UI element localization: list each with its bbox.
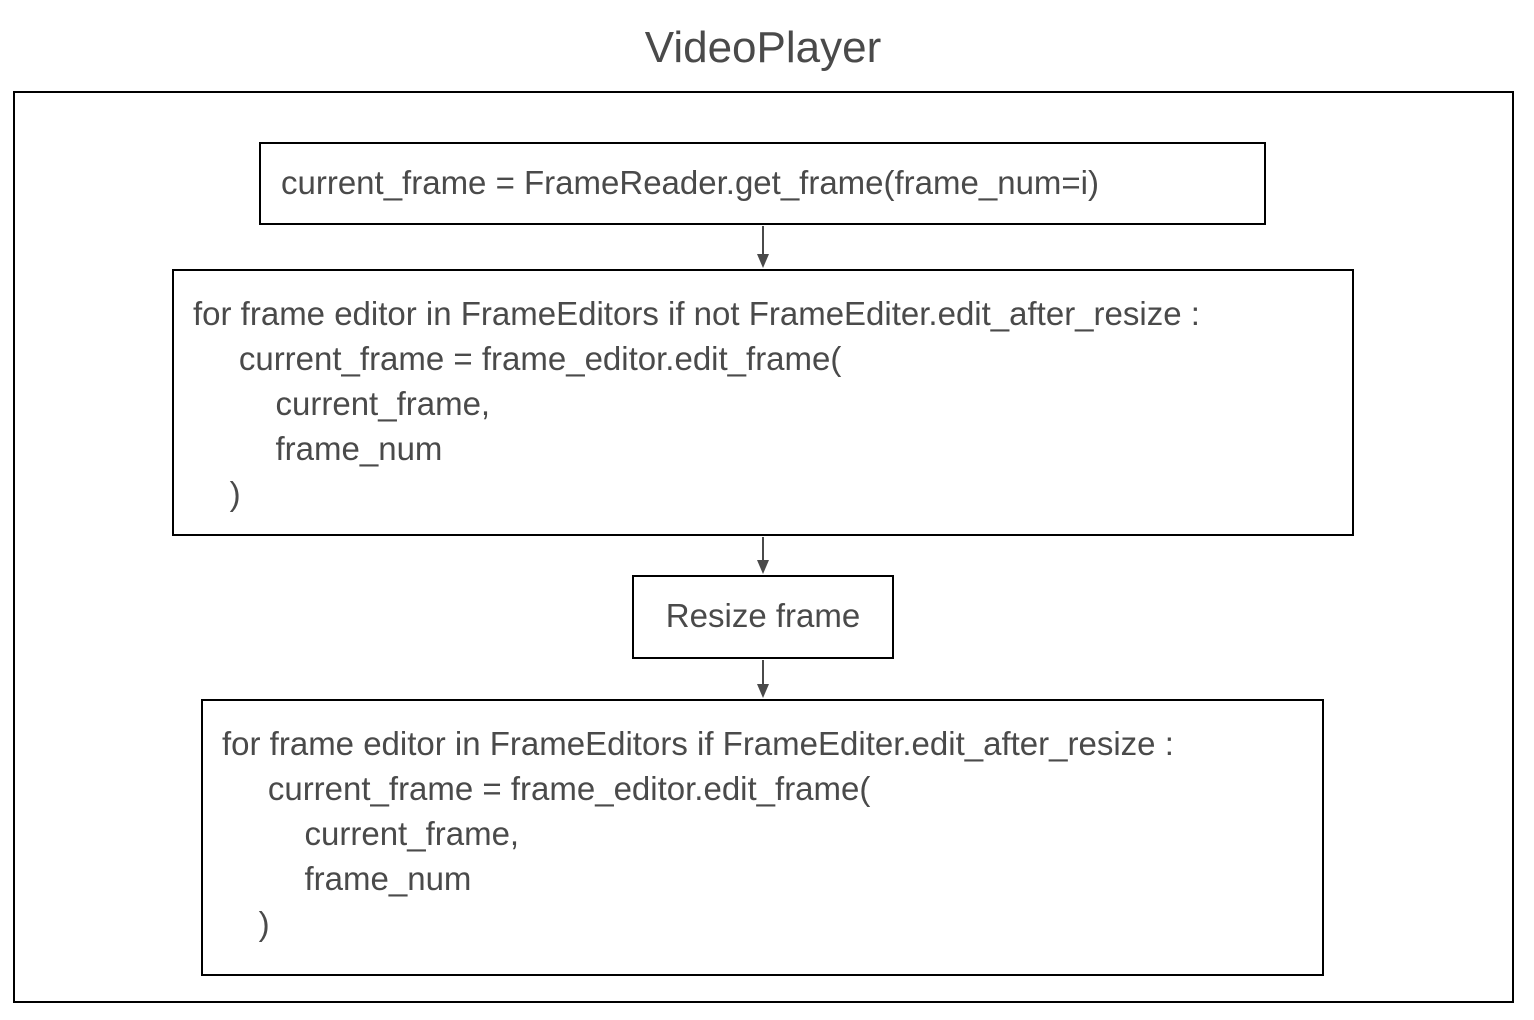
videoplayer-container [13, 91, 1514, 1003]
edit-before-resize-line-4: frame_num [193, 430, 443, 467]
edit-after-resize-node: for frame editor in FrameEditors if Fram… [201, 699, 1324, 976]
edit-before-resize-line-2: current_frame = frame_editor.edit_frame( [193, 340, 842, 377]
edit-after-resize-line-4: frame_num [222, 860, 472, 897]
edit-before-resize-line-1: for frame editor in FrameEditors if not … [193, 295, 1200, 332]
diagram-title: VideoPlayer [644, 23, 882, 72]
resize-frame-label: Resize frame [665, 597, 861, 634]
edit-before-resize-node: for frame editor in FrameEditors if not … [172, 269, 1354, 536]
edit-after-resize-line-3: current_frame, [222, 815, 520, 852]
edit-before-resize-line-5: ) [193, 475, 241, 512]
read-frame-line-1: current_frame = FrameReader.get_frame(fr… [281, 164, 1100, 201]
edit-after-resize-line-1: for frame editor in FrameEditors if Fram… [222, 725, 1174, 762]
read-frame-node: current_frame = FrameReader.get_frame(fr… [259, 142, 1266, 225]
resize-frame-node: Resize frame [632, 575, 894, 659]
edit-before-resize-line-3: current_frame, [193, 385, 491, 422]
edit-after-resize-line-5: ) [222, 905, 270, 942]
edit-after-resize-line-2: current_frame = frame_editor.edit_frame( [222, 770, 871, 807]
